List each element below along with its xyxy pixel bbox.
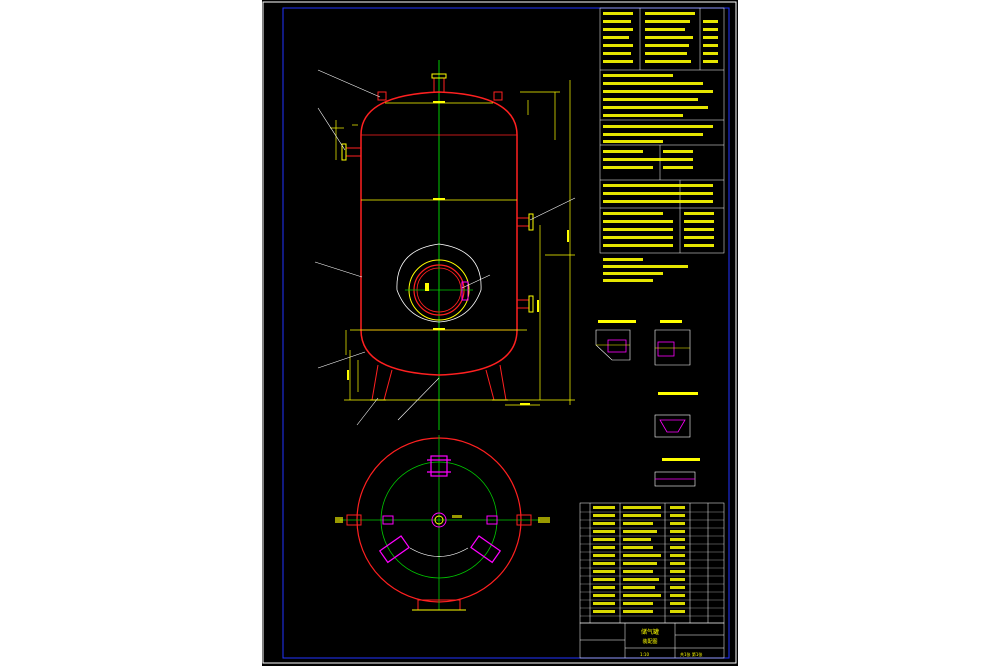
detail-a [595,320,636,361]
plan-top-nozzle-inner [434,515,444,525]
plan-right-nozzle [516,514,532,526]
title-block-name: 储气罐 [641,628,659,636]
top-nozzle-flange [431,73,447,79]
front-elevation-view [314,60,576,430]
cad-drawing: 储气罐 装配图 1:10 共1张 第1张 [262,0,738,666]
pressure-gauge-nozzle [493,91,503,101]
plan-top-nozzle [431,512,447,528]
drain-flange [528,295,534,313]
manhole-hinge [461,281,469,301]
title-block-scale: 1:10 [640,652,649,657]
title-block [579,622,725,659]
plan-manhole-arc [409,547,469,557]
detail-views [595,320,700,487]
title-block-sub: 装配图 [642,638,657,645]
parts-list-text [593,506,685,613]
parts-list-rows [580,511,724,617]
sheet-frame [262,1,737,664]
inlet-flange [341,143,347,161]
plan-view [335,435,550,611]
parts-list [579,502,725,624]
outlet-flange [528,213,534,231]
plan-leg-left [378,535,410,564]
manhole-pad [396,243,482,323]
plan-inner-right [486,515,498,525]
dimension-lines [330,80,575,406]
leader-lines [314,69,576,426]
drawing-border [282,7,730,659]
drawing-sheet: 储气罐 装配图 1:10 共1张 第1张 [262,0,738,666]
dimension-texts [347,101,569,405]
detail-c [654,392,698,438]
plan-manhole-top [430,455,448,477]
detail-d [654,458,700,487]
plan-left-nozzle [346,514,362,526]
title-block-sheet: 共1张 第1张 [680,651,702,657]
plan-leg-right [470,535,502,564]
detail-b [654,320,691,366]
plan-inner-left [382,515,394,525]
spec-table-text [603,12,718,282]
